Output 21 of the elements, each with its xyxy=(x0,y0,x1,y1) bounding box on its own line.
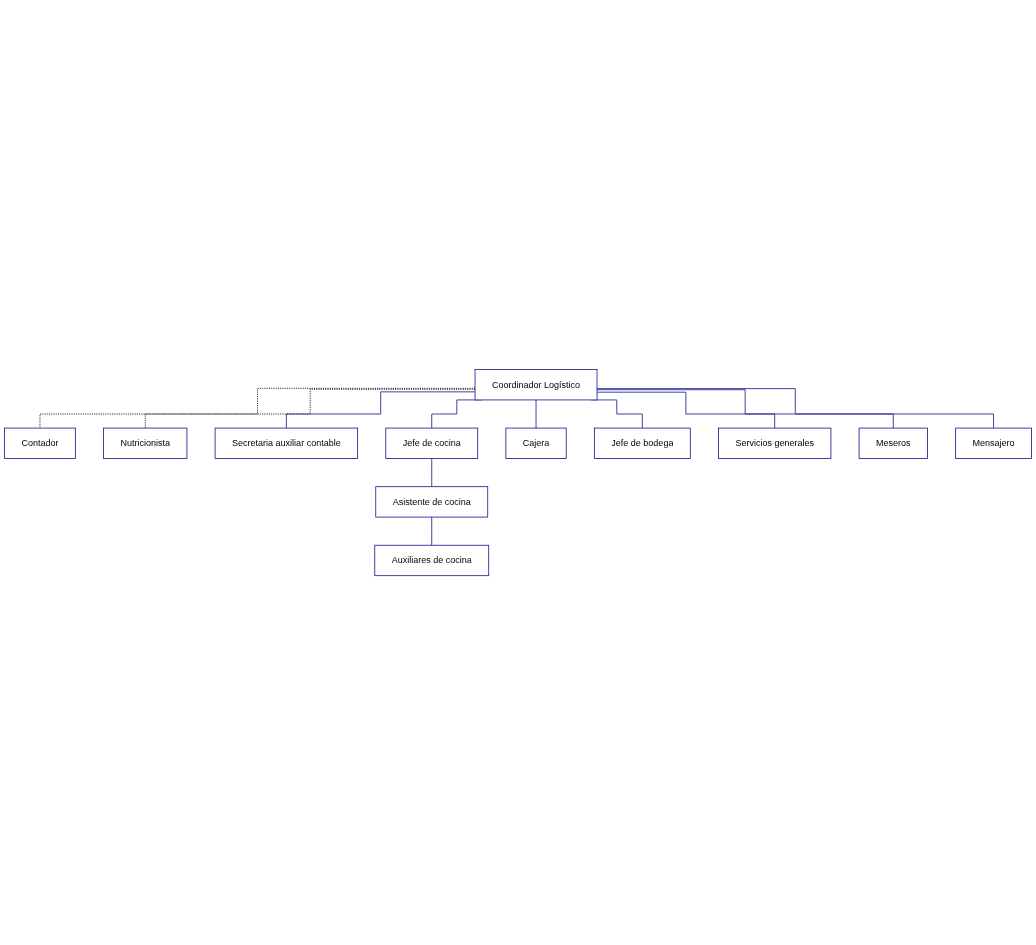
connector xyxy=(285,391,476,429)
connector xyxy=(535,399,537,429)
connector xyxy=(431,516,433,546)
node-box: Servicios generales xyxy=(718,427,832,459)
node-box: Jefe de cocina xyxy=(385,427,479,459)
node-box: Auxiliares de cocina xyxy=(374,544,490,576)
node-box: Cajera xyxy=(505,427,567,459)
connector xyxy=(144,388,476,429)
node-box: Asistente de cocina xyxy=(375,486,489,518)
connector xyxy=(39,387,476,429)
connector xyxy=(596,391,776,429)
connector xyxy=(596,388,994,429)
connector xyxy=(596,389,894,429)
node-box: Nutricionista xyxy=(103,427,188,459)
node-box: Mensajero xyxy=(955,427,1032,459)
node-box: Meseros xyxy=(858,427,928,459)
node-box: Coordinador Logístico xyxy=(474,369,598,401)
connector xyxy=(431,458,433,487)
node-box: Contador xyxy=(4,427,76,459)
node-box: Jefe de bodega xyxy=(593,427,691,459)
node-box: Secretaria auxiliar contable xyxy=(214,427,359,459)
